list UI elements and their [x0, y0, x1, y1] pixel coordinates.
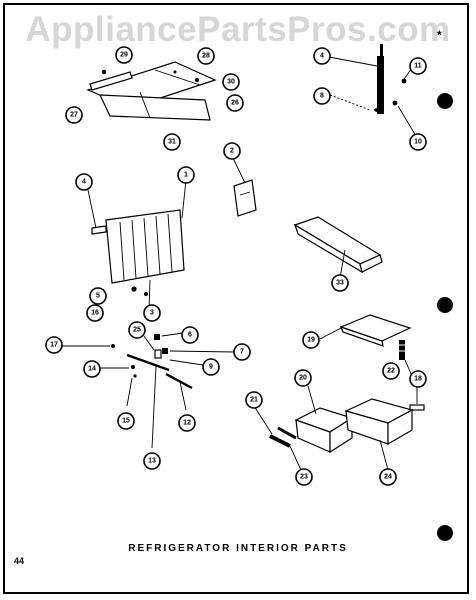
callout-19: 19	[302, 331, 320, 349]
callout-label: 20	[299, 375, 307, 382]
callout-4-left: 4	[75, 173, 93, 191]
callout-18: 18	[409, 370, 427, 388]
shelf-rail-assembly	[86, 61, 217, 121]
door-grille	[87, 179, 187, 311]
binder-hole-top	[437, 93, 453, 109]
callout-15: 15	[117, 412, 135, 430]
callout-label: 26	[231, 100, 239, 107]
callout-label: 5	[96, 293, 100, 300]
callout-label: 2	[230, 148, 234, 155]
callout-7: 7	[233, 343, 251, 361]
callout-17: 17	[45, 336, 63, 354]
callout-label: 1	[184, 172, 188, 179]
callout-2: 2	[223, 142, 241, 160]
callout-label: 22	[387, 368, 395, 375]
callout-24: 24	[379, 468, 397, 486]
callout-label: 28	[202, 53, 210, 60]
callout-label: 19	[307, 337, 315, 344]
callout-label: 31	[168, 139, 176, 146]
callout-20-top: 20	[294, 369, 312, 387]
callout-26: 26	[226, 94, 244, 112]
callout-9: 9	[202, 358, 220, 376]
callout-5: 5	[89, 287, 107, 305]
callout-23: 23	[295, 468, 313, 486]
callout-31: 31	[163, 133, 181, 151]
callout-label: 16	[91, 310, 99, 317]
callout-8: 8	[313, 87, 331, 105]
callout-label: 25	[133, 327, 141, 334]
callout-6: 6	[181, 326, 199, 344]
callout-label: 17	[50, 342, 58, 349]
callout-label: 33	[336, 280, 344, 287]
callout-22: 22	[382, 362, 400, 380]
callout-label: 30	[227, 79, 235, 86]
callout-label: 9	[209, 364, 213, 371]
callout-29: 29	[115, 46, 133, 64]
callout-14: 14	[83, 360, 101, 378]
callout-label: 10	[414, 139, 422, 146]
callout-11: 11	[409, 57, 427, 75]
drawer-slides	[253, 405, 302, 471]
bracket-part	[232, 157, 257, 217]
callout-label: 3	[150, 310, 154, 317]
callout-label: 14	[88, 366, 96, 373]
callout-25: 25	[128, 321, 146, 339]
callout-label: 23	[300, 474, 308, 481]
callout-33: 33	[331, 274, 349, 292]
callout-label: 15	[122, 418, 130, 425]
callout-28: 28	[197, 47, 215, 65]
watermark: AppliancePartsPros.com	[25, 10, 451, 49]
callout-27: 27	[65, 106, 83, 124]
callout-30: 30	[222, 73, 240, 91]
callout-label: 21	[250, 397, 258, 404]
callout-label: 4	[320, 53, 324, 60]
callout-1: 1	[177, 166, 195, 184]
diagram-caption: REFRIGERATOR INTERIOR PARTS	[128, 543, 348, 554]
callout-label: 27	[70, 112, 78, 119]
corner-mark: *	[437, 28, 442, 42]
callout-12: 12	[178, 414, 196, 432]
callout-label: 4	[82, 179, 86, 186]
callout-label: 6	[188, 332, 192, 339]
pilaster-rod-assembly	[328, 44, 417, 137]
page-number: 44	[14, 556, 25, 566]
callout-label: 12	[183, 420, 191, 427]
crisper-cover	[319, 314, 412, 347]
spring-part	[399, 340, 413, 377]
callout-label: 8	[320, 93, 324, 100]
binder-hole-bottom	[437, 525, 453, 541]
crisper-drawer-left	[294, 385, 354, 454]
callout-21: 21	[245, 391, 263, 409]
callout-label: 24	[384, 474, 392, 481]
page-border	[3, 3, 469, 594]
small-hardware-group	[62, 332, 235, 449]
callout-13: 13	[143, 452, 161, 470]
callout-3: 3	[143, 304, 161, 322]
callout-label: 7	[240, 349, 244, 356]
callout-label: 13	[148, 458, 156, 465]
callout-4-top: 4	[313, 47, 331, 65]
callout-10: 10	[409, 133, 427, 151]
crisper-support	[293, 216, 383, 279]
callout-16-left: 16	[86, 304, 104, 322]
callout-label: 29	[120, 52, 128, 59]
callout-label: 11	[414, 63, 422, 70]
crisper-drawer-right	[344, 398, 414, 471]
callout-label: 18	[414, 376, 422, 383]
binder-hole-middle	[437, 297, 453, 313]
